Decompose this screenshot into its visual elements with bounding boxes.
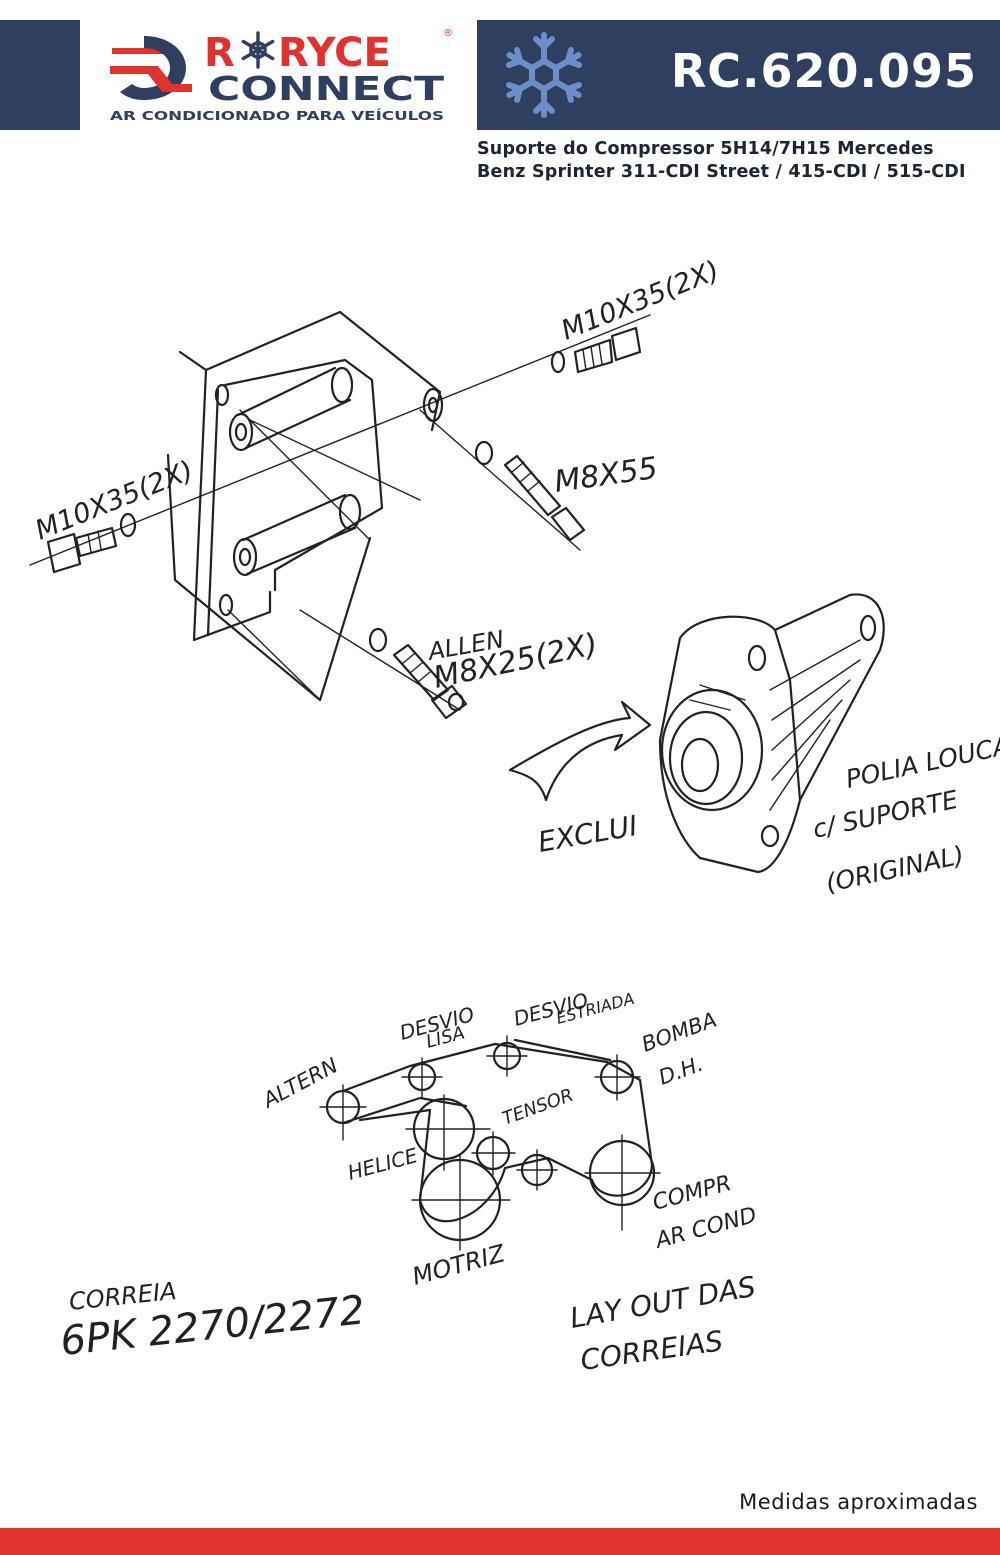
label-layout-2: CORREIAS [578,1324,725,1377]
brand-tagline: AR CONDICIONADO PARA VEÍCULOS [110,108,444,123]
belt-layout-diagram [319,1035,661,1251]
polia-labels: POLIA LOUCA c/ SUPORTE (ORIGINAL) [810,731,1000,898]
label-polia-3: (ORIGINAL) [823,840,966,898]
belt-layout-labels: ALTERN DESVIO LISA DESVIO ESTRIADA BOMBA… [257,988,759,1291]
label-compr-1: COMPR [650,1171,734,1216]
technical-sketch: M10X35(2X) M10X35(2X) M8X55 ALLEN M8X25(… [29,255,1000,1377]
brand-logo: R RYCE ® CONNECT AR CONDICIONADO PARA VE… [100,18,460,128]
product-code-block: RC.620.095 [477,20,1000,130]
brand-r: R [204,30,235,76]
label-tensor: TENSOR [500,1085,577,1130]
exclui-arrow: EXCLUI [508,700,652,859]
footer-note: Medidas aproximadas [739,1490,978,1514]
label-polia-2: c/ SUPORTE [810,785,960,844]
logo-snowflake-icon [241,31,275,69]
label-bomba-1: BOMBA [639,1008,720,1057]
registered-mark: ® [443,28,453,39]
bolt-allen-m8x25 [368,627,468,720]
snowflake-icon [506,32,582,118]
label-bolt-top: M10X35(2X) [557,255,724,346]
bracket-drawing [29,310,651,720]
label-layout-1: LAY OUT DAS [567,1270,758,1335]
label-exclui: EXCLUI [535,809,640,859]
header-left-block [0,20,80,130]
label-bolt-m8x55: M8X55 [552,451,660,500]
footer-red-bar [0,1528,1000,1555]
bolt-m8x55 [474,440,586,542]
bolt-left [46,512,137,574]
brand-name-line1: RYCE [278,30,391,76]
label-bomba-2: D.H. [656,1052,707,1090]
product-description-line2: Benz Sprinter 311-CDI Street / 415-CDI /… [477,162,966,182]
product-description-line1: Suporte do Compressor 5H14/7H15 Mercedes [477,139,934,159]
label-helice: HELICE [345,1143,420,1185]
product-description: Suporte do Compressor 5H14/7H15 Mercedes… [477,138,997,184]
idler-pulley-drawing [658,593,885,874]
brand-name-line2: CONNECT [208,69,445,108]
bolt-top-right [550,326,642,374]
product-code: RC.620.095 [670,44,977,98]
label-polia-1: POLIA LOUCA [843,731,1000,794]
label-altern: ALTERN [257,1053,342,1113]
label-motriz: MOTRIZ [409,1239,508,1291]
royce-logo-q-icon: R RYCE ® CONNECT AR CONDICIONADO PARA VE… [110,28,453,123]
belt-notes: CORREIA 6PK 2270/2272 LAY OUT DAS CORREI… [58,1270,758,1377]
